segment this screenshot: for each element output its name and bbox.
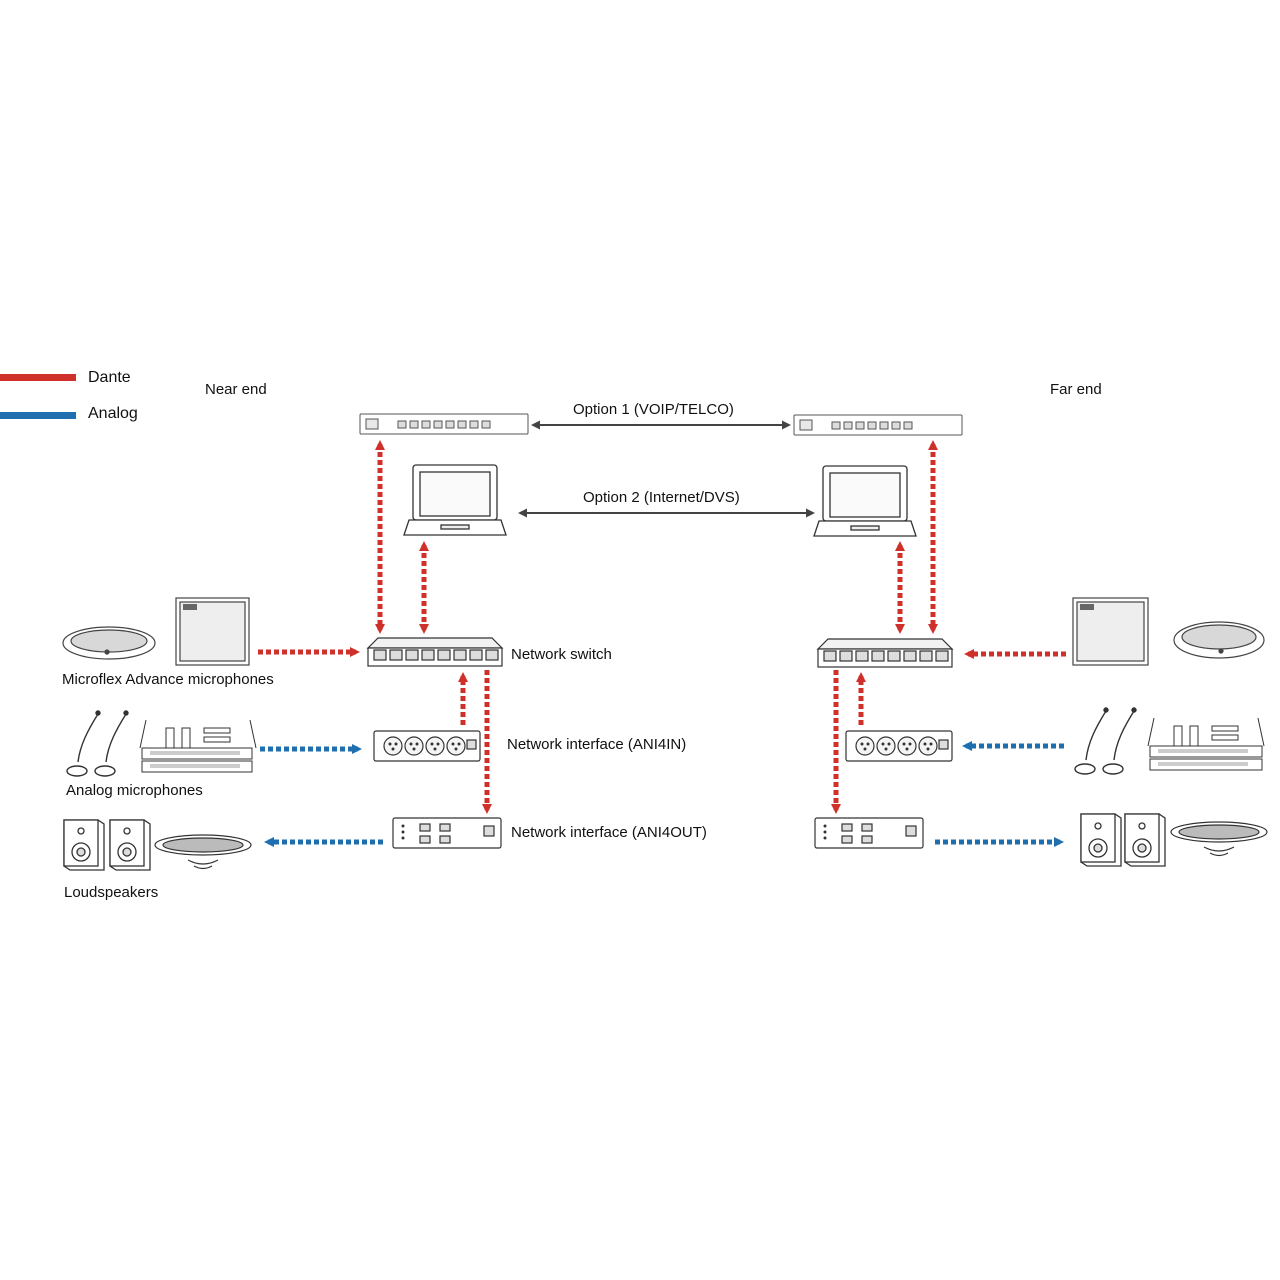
network-switch-icon: [816, 638, 954, 668]
wireless-receiver-icon: [139, 719, 257, 773]
loudspeakers-label: Loudspeakers: [64, 884, 159, 901]
speaker-icon: [63, 819, 105, 871]
speaker-icon: [1124, 813, 1166, 867]
ani4in-label: Network interface (ANI4IN): [507, 736, 687, 753]
microflex-label: Microflex Advance microphones: [62, 671, 274, 688]
analog-mics-label: Analog microphones: [66, 782, 203, 799]
ani4in-icon: [373, 730, 481, 762]
far-end-label: Far end: [1050, 381, 1102, 398]
ani4in-icon: [845, 730, 953, 762]
option1-label: Option 1 (VOIP/TELCO): [573, 401, 734, 418]
ani4out-icon: [814, 817, 924, 849]
ceiling-speaker-icon: [154, 834, 252, 870]
voip-gateway-icon: [359, 413, 529, 435]
voip-gateway-icon: [793, 414, 963, 436]
laptop-icon: [403, 464, 507, 536]
ceiling-mic-icon: [175, 597, 250, 666]
option2-label: Option 2 (Internet/DVS): [583, 489, 740, 506]
table-mic-icon: [1173, 621, 1265, 659]
gooseneck-mic-icon: [66, 710, 129, 777]
legend-dante-label: Dante: [88, 369, 131, 386]
legend-analog-line: [0, 412, 76, 419]
ani4out-icon: [392, 817, 502, 849]
network-switch-label: Network switch: [511, 646, 612, 663]
ceiling-mic-icon: [1072, 597, 1149, 666]
network-switch-icon: [366, 637, 504, 667]
wireless-receiver-icon: [1147, 717, 1265, 771]
near-end-label: Near end: [205, 381, 267, 398]
table-mic-icon: [62, 626, 156, 660]
speaker-icon: [109, 819, 151, 871]
ani4out-label: Network interface (ANI4OUT): [511, 824, 707, 841]
legend-dante-line: [0, 374, 76, 381]
legend-analog-label: Analog: [88, 405, 138, 422]
ceiling-speaker-icon: [1170, 821, 1268, 857]
gooseneck-mic-icon: [1074, 707, 1137, 775]
speaker-icon: [1080, 813, 1122, 867]
laptop-icon: [813, 465, 917, 537]
